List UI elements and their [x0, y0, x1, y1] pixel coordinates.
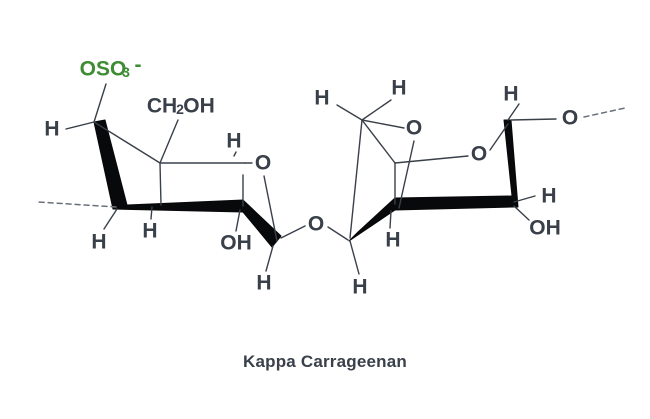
bond-left-ch2oh	[159, 119, 179, 164]
bond-right-h-upper-left	[336, 104, 363, 121]
bond-left-oh	[235, 209, 241, 232]
bond-glyco-left	[280, 225, 306, 239]
label-h-right-lower-a: H	[385, 229, 400, 252]
sulfate-main: OSO	[80, 58, 127, 81]
sulfate-subscript: 3	[122, 64, 130, 80]
bond-left-dashed	[37, 201, 117, 208]
left-sugar-ring: OSO 3 - CH 2 OH H H O H H OH H	[37, 54, 282, 295]
bond-anhydro-c6-o	[361, 119, 405, 129]
bond-right-h-lower-b	[349, 240, 360, 275]
right-sugar-ring: H H O O H O H OH H H	[314, 77, 626, 299]
label-h-right-ch2-a: H	[314, 87, 329, 110]
bond-bold-left-front-b	[112, 199, 244, 213]
ch2oh-subscript: 2	[176, 101, 184, 117]
label-o-methyl: O	[562, 107, 578, 130]
ch2oh-oh: OH	[183, 95, 215, 118]
bond-left-oso3	[93, 83, 107, 123]
label-h-right-ch2-b: H	[391, 77, 406, 100]
bond-bold-right-front-c	[503, 119, 519, 208]
label-h-left-anomeric: H	[256, 272, 271, 295]
bond-right-h-upper-right	[361, 99, 392, 121]
bond-left-h-lower-left	[103, 208, 118, 230]
label-h-right-anomeric: H	[503, 83, 518, 106]
glycosidic-linkage: O	[280, 213, 349, 241]
figure-caption: Kappa Carrageenan	[242, 352, 407, 371]
bond-left-h-top	[65, 121, 95, 130]
bond-bold-right-front-b	[394, 195, 513, 211]
bond-glyco-right	[327, 226, 349, 241]
label-h-left-bottom-b: H	[142, 220, 157, 243]
bond-right-oh	[513, 205, 530, 221]
bond-right-c4-down	[349, 119, 363, 239]
bond-anhydro-o-c3	[398, 140, 415, 209]
bond-left-h-lower-mid	[150, 206, 153, 220]
label-o-anhydro: O	[406, 117, 422, 140]
bond-right-h-side	[513, 195, 536, 203]
bond-left-h-ring-o	[233, 151, 237, 157]
bond-right-h-lower-a	[389, 210, 392, 229]
label-h-left-bottom-a: H	[91, 231, 106, 254]
label-ch2oh: CH 2 OH	[147, 95, 215, 118]
bond-left-o-to-c1	[263, 175, 278, 242]
label-o-right-ring: O	[471, 143, 487, 166]
label-h-right-side: H	[541, 185, 556, 208]
label-h-left-top: H	[44, 118, 59, 141]
bond-left-c3-vertical	[159, 162, 162, 206]
bond-right-dashed	[583, 107, 626, 118]
label-h-left-ring: H	[226, 130, 241, 153]
label-h-right-lower-b: H	[352, 276, 367, 299]
ch2oh-c: CH	[147, 95, 177, 118]
bond-right-o-methyl	[510, 118, 557, 121]
bond-right-o-to-c1	[489, 123, 509, 151]
bond-bold-left-front-a	[93, 119, 128, 210]
label-sulfate: OSO 3 -	[80, 54, 142, 81]
sulfate-charge: -	[135, 54, 142, 77]
bond-right-c4-c5	[361, 119, 396, 164]
bond-right-h-anomeric	[507, 103, 520, 121]
label-oh-right: OH	[529, 217, 561, 240]
label-o-left-ring: O	[255, 152, 271, 175]
bond-right-ringtop	[394, 155, 469, 164]
label-o-glycosidic: O	[308, 213, 324, 236]
bond-left-h-anomeric	[265, 245, 274, 272]
label-oh-left: OH	[220, 232, 252, 255]
bond-left-c5-c6top	[93, 121, 161, 164]
